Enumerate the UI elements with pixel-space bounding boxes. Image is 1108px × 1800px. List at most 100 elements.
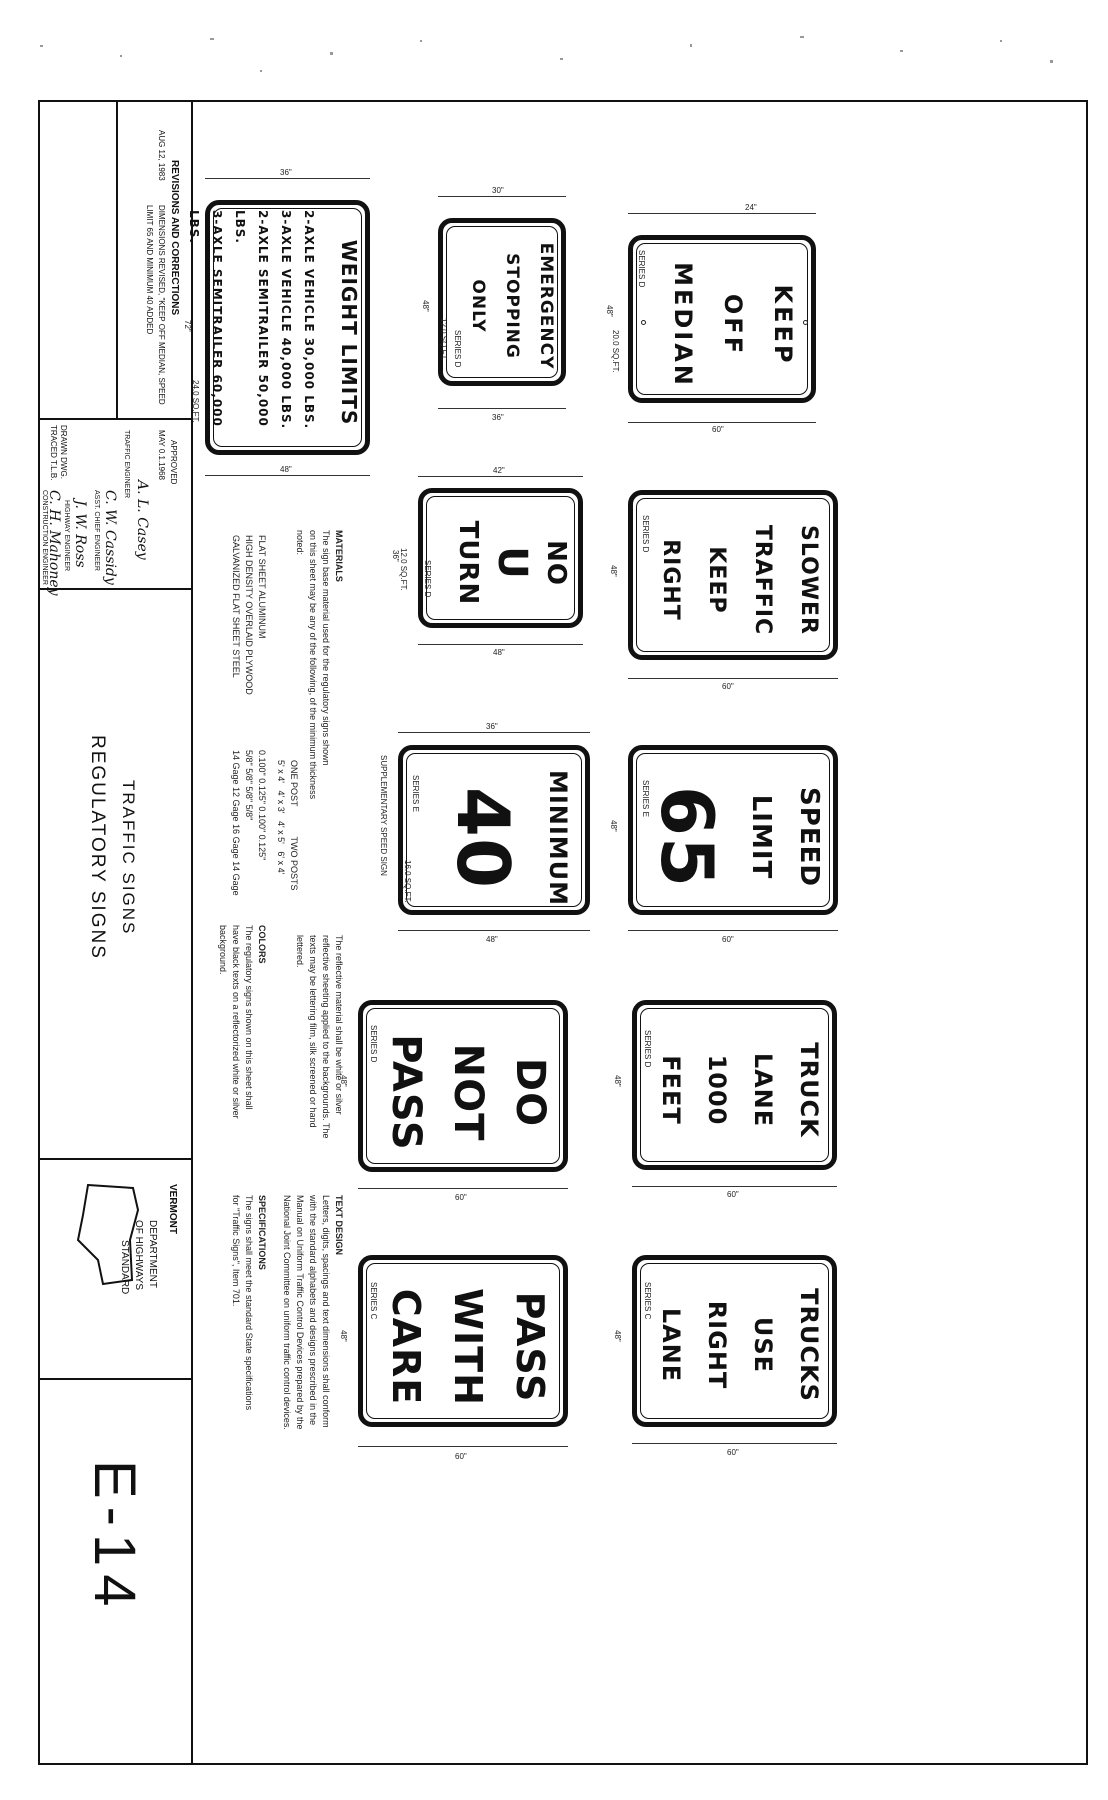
minimum-40-line-2: 40 <box>441 786 525 890</box>
materials-line-1: The sign base material used for the regu… <box>321 530 331 766</box>
material-1-values: 0.100" 0.125" 0.100" 0.125" <box>257 750 267 861</box>
pass-with-care-line-2: WITH <box>446 1288 490 1406</box>
slower-traffic-line-2: TRAFFIC <box>750 524 775 636</box>
keep-off-median-legend: KEEP OFF MEDIAN <box>658 250 808 400</box>
materials-table-header: ONE POST TWO POSTS 5' x 4' 4' x 3' 4' x … <box>274 760 300 891</box>
size-3: 4' x 5' <box>276 820 286 844</box>
scan-noise <box>40 36 1053 72</box>
weight-limits-dimline-bottom <box>205 475 370 476</box>
sign-speed-limit-65: SPEED LIMIT 65 <box>628 745 838 915</box>
minimum-40-dimline-top <box>398 732 590 733</box>
size-2: 4' x 3' <box>276 790 286 814</box>
emergency-height: 48" <box>421 300 430 312</box>
weight-limits-line-3: 3-AXLE VEHICLE 40,000 LBS. <box>279 210 293 430</box>
truck-lane-legend: TRUCK LANE 1000 FEET <box>648 1015 832 1165</box>
pass-with-care-series: SERIES C <box>369 1282 378 1320</box>
specs-line-1: The signs shall meet the standard State … <box>244 1195 254 1411</box>
truck-lane-height: 48" <box>613 1075 622 1087</box>
sign-trucks-use-right-lane: TRUCKS USE RIGHT LANE <box>632 1255 837 1427</box>
trucks-use-right-lane-line-3: RIGHT <box>703 1300 731 1390</box>
weight-limits-rows: 2-AXLE VEHICLE 30,000 LBS. 3-AXLE VEHICL… <box>182 210 320 455</box>
colors-notes: COLORS The regulatory signs shown on thi… <box>216 925 268 1119</box>
materials-table-rows: FLAT SHEET ALUMINUM0.100" 0.125" 0.100" … <box>229 535 268 896</box>
keep-off-median-area: 20.0 SQ.FT. <box>611 330 620 373</box>
trucks-use-right-lane-line-4: LANE <box>657 1307 685 1383</box>
col-one-post: ONE POST <box>289 760 299 807</box>
minimum-40-area: 16.0 SQ.FT. <box>403 860 412 903</box>
no-u-turn-height: 36" <box>391 550 400 562</box>
minimum-40-dimline-bottom <box>398 930 590 931</box>
revisions-heading: REVISIONS AND CORRECTIONS <box>169 160 180 316</box>
materials-line-2: on this sheet may be any of the followin… <box>308 530 318 800</box>
speed-limit-65-dimline-bottom <box>628 930 838 931</box>
trucks-use-right-lane-line-2: USE <box>749 1316 777 1374</box>
specifications-notes: SPECIFICATIONS The signs shall meet the … <box>229 1195 268 1410</box>
sign-do-not-pass: DO NOT PASS <box>358 1000 568 1172</box>
speed-limit-65-height: 48" <box>609 820 618 832</box>
emergency-series: SERIES D <box>453 330 462 368</box>
text-design-notes: TEXT DESIGN Letters, digits, spacings an… <box>280 1195 345 1430</box>
slower-traffic-width: 60" <box>722 682 734 691</box>
no-u-turn-width: 48" <box>493 648 505 657</box>
revision-text-1: DIMENSIONS REVISED, "KEEP OFF MEDIAN, SP… <box>157 205 166 405</box>
col-two-posts: TWO POSTS <box>289 836 299 891</box>
specs-heading: SPECIFICATIONS <box>257 1195 267 1270</box>
text-design-line-1: Letters, digits, spacings and text dimen… <box>321 1195 331 1428</box>
sheet-title-2: REGULATORY SIGNS <box>87 735 108 960</box>
sign-weight-limits: WEIGHT LIMITS 2-AXLE VEHICLE 30,000 LBS.… <box>187 200 370 455</box>
weight-limits-line-4: 2-AXLE SEMITRAILER 50,000 LBS. <box>233 210 270 427</box>
pass-with-care-legend: PASS WITH CARE <box>375 1272 561 1422</box>
size-1: 5' x 4' <box>276 760 286 783</box>
sign-minimum-40: MINIMUM 40 <box>398 745 590 915</box>
speed-limit-65-series: SERIES E <box>641 780 650 817</box>
reflective-line-2: reflective sheeting applied to the backg… <box>321 935 331 1139</box>
text-design-heading: TEXT DESIGN <box>334 1195 344 1256</box>
truck-lane-line-1: TRUCK <box>795 1042 823 1138</box>
weight-limits-d1: 36" <box>280 168 292 177</box>
do-not-pass-width: 60" <box>455 1193 467 1202</box>
agency-cell: VERMONT DEPARTMENT OF HIGHWAYS STANDARD <box>38 1160 193 1380</box>
minimum-40-width: 48" <box>486 935 498 944</box>
slower-traffic-line-3: KEEP <box>704 546 729 614</box>
sign-emergency-stopping-only: EMERGENCY STOPPING ONLY <box>438 218 566 386</box>
do-not-pass-series: SERIES D <box>369 1025 378 1063</box>
signature-3: J. W. Ross <box>72 500 88 568</box>
sign-no-u-turn: NO U TURN <box>418 488 583 628</box>
weight-limits-area: 24.0 SQ.FT. <box>191 380 200 423</box>
materials-line-3: noted: <box>295 530 305 556</box>
sheet-title-cell: TRAFFIC SIGNS REGULATORY SIGNS <box>38 590 193 1160</box>
traffic-engineer-label: TRAFFIC ENGINEER <box>123 430 130 499</box>
slower-traffic-line-1: SLOWER <box>796 524 821 636</box>
revision-text-2: LIMIT 65 AND MINIMUM 40 ADDED <box>145 205 154 335</box>
colors-line-3: background. <box>218 925 228 975</box>
material-3-values: 14 Gage 12 Gage 16 Gage 14 Gage <box>231 750 241 896</box>
sign-truck-lane-1000-feet: TRUCK LANE 1000 FEET <box>632 1000 837 1170</box>
minimum-40-line-1: MINIMUM <box>544 769 572 907</box>
keep-off-median-line-3: MEDIAN <box>669 262 697 388</box>
speed-limit-65-line-3: 65 <box>645 785 729 889</box>
signature-1: A. L. Casey <box>134 480 150 560</box>
revision-date: AUG 12, 1983 <box>157 130 166 181</box>
size-4: 6' x 4' <box>276 851 286 875</box>
pass-with-care-line-3: CARE <box>384 1288 428 1406</box>
speed-limit-65-width: 60" <box>722 935 734 944</box>
agency-line-2: OF HIGHWAYS <box>133 1220 144 1290</box>
asst-chief-engineer-label: ASST. CHIEF ENGINEER <box>93 490 100 571</box>
reflective-line-4: lettered. <box>295 935 305 968</box>
trucks-use-right-lane-dimline-bottom <box>632 1443 837 1444</box>
sheet-number-cell: E-14 <box>38 1380 193 1765</box>
slower-traffic-line-4: RIGHT <box>658 539 683 621</box>
no-u-turn-legend: NO U TURN <box>446 503 578 623</box>
keep-off-median-line-2: OFF <box>719 293 747 357</box>
speed-limit-65-line-1: SPEED <box>794 787 824 887</box>
construction-engineer-label: CONSTRUCTION ENGINEER <box>41 490 48 585</box>
minimum-40-d1: 36" <box>486 722 498 731</box>
material-2-values: 5/8" 5/8" 5/8" 5/8" <box>244 750 254 821</box>
no-u-turn-area: 12.0 SQ.FT. <box>399 548 408 591</box>
agency-state: VERMONT <box>167 1184 178 1234</box>
keep-off-median-height: 48" <box>605 305 614 317</box>
reflective-line-3: texts may be lettering film, silk screen… <box>308 935 318 1128</box>
trucks-use-right-lane-series: SERIES C <box>643 1282 652 1320</box>
agency-line-3: STANDARD <box>119 1240 130 1295</box>
colors-heading: COLORS <box>257 925 267 964</box>
